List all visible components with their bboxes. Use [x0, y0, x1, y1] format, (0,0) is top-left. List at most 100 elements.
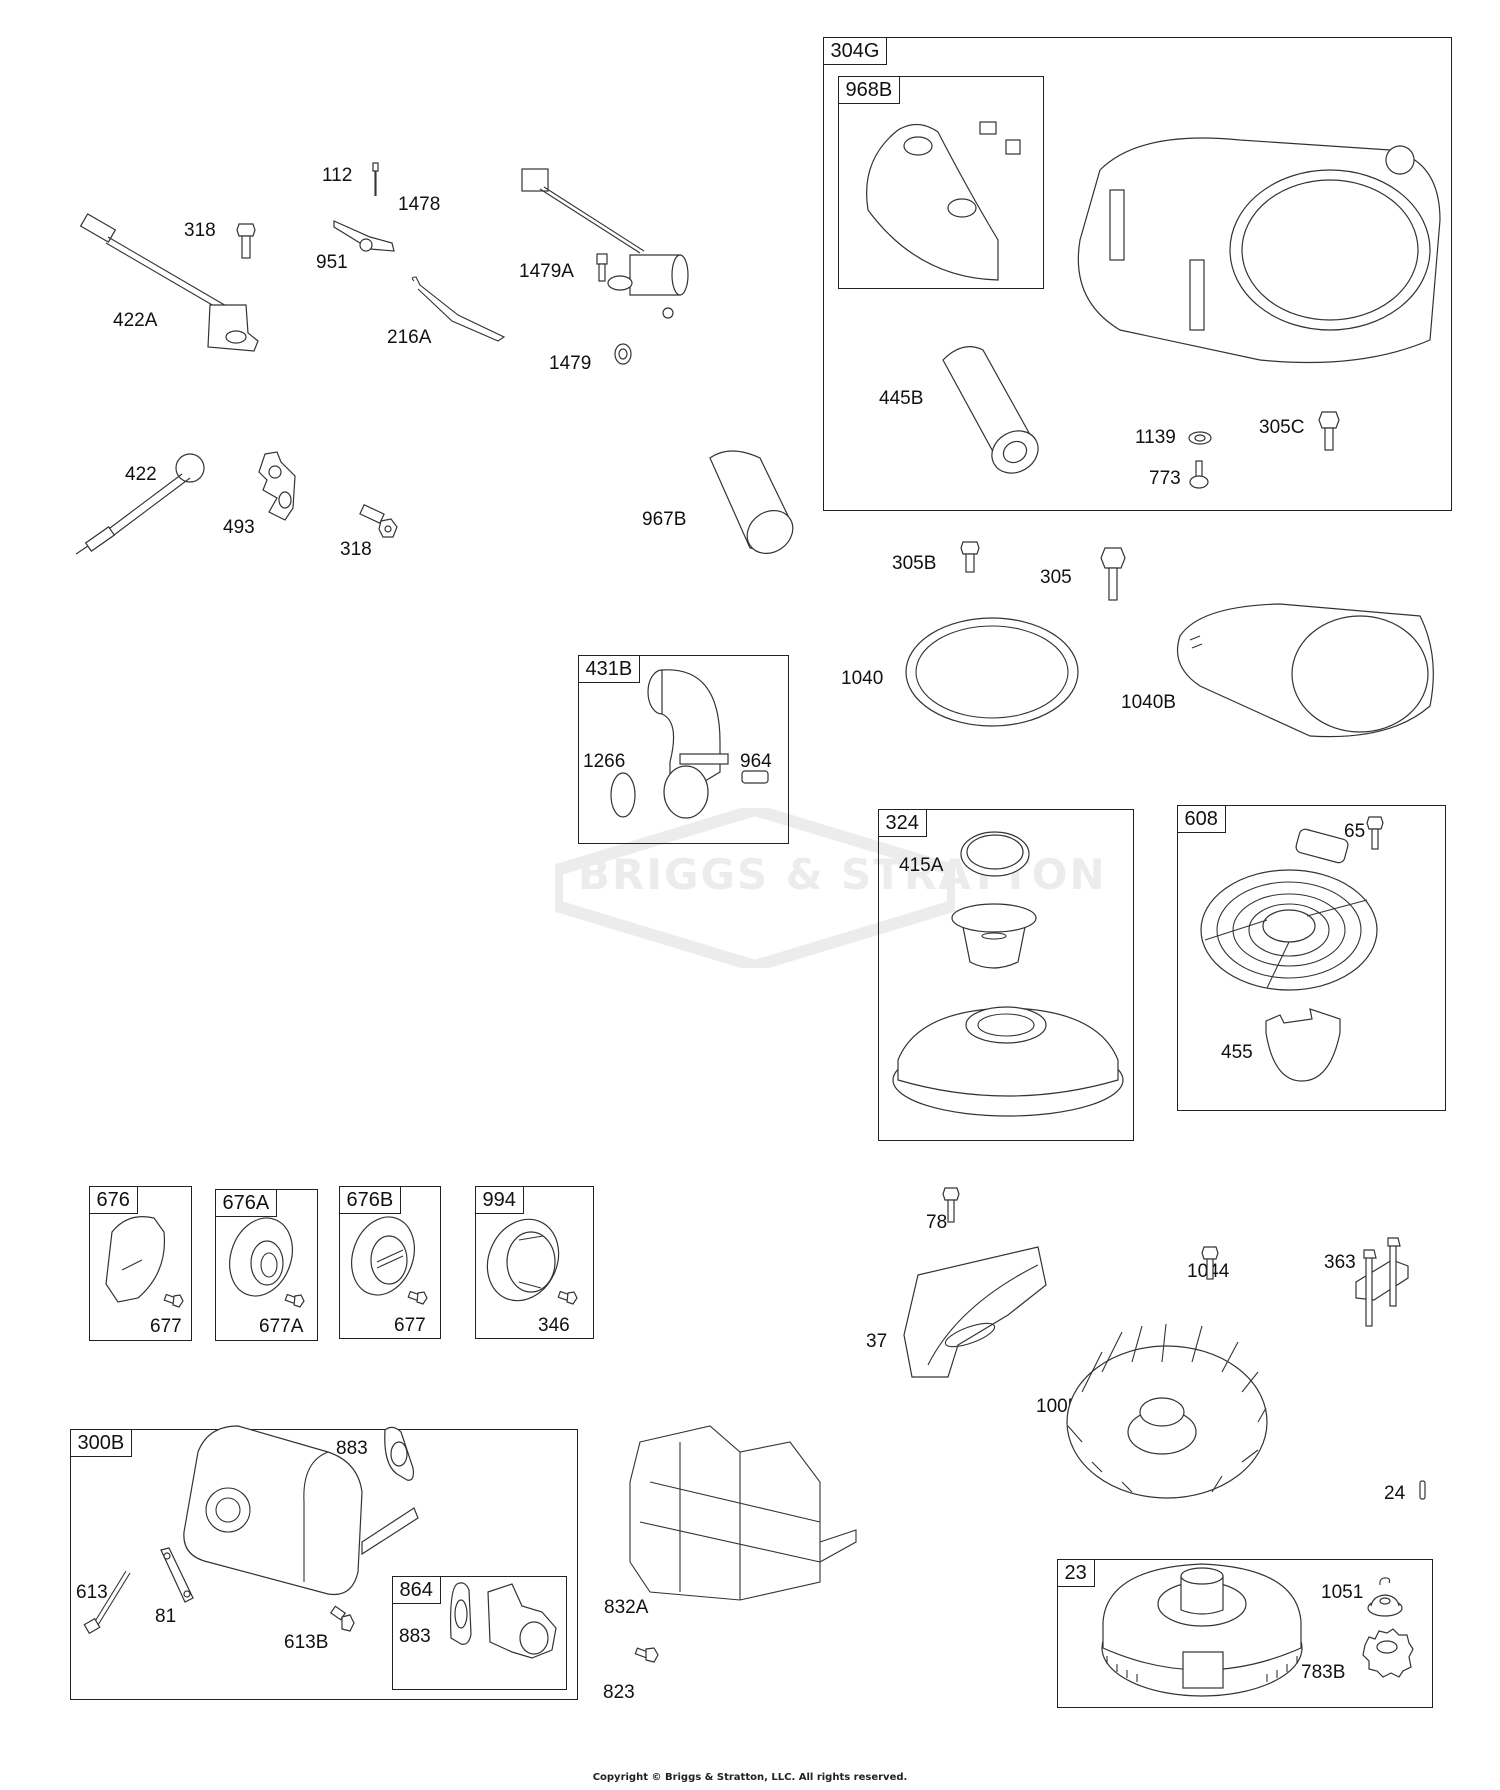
part-label-1040[interactable]: 1040	[841, 668, 884, 689]
kit-number-23[interactable]: 23	[1056, 1558, 1095, 1587]
part-label-305C[interactable]: 305C	[1259, 417, 1305, 438]
wire-422A-icon[interactable]	[78, 213, 259, 355]
armature-363-icon[interactable]	[1352, 1237, 1412, 1328]
part-label-783B[interactable]: 783B	[1301, 1662, 1346, 1683]
part-label-1139[interactable]: 1139	[1135, 427, 1176, 448]
screw-305B-icon[interactable]	[960, 540, 980, 574]
screw-823-icon[interactable]	[634, 1644, 660, 1666]
part-label-415A[interactable]: 415A	[899, 855, 944, 876]
strap-81-icon[interactable]	[157, 1546, 197, 1606]
bolt-305-icon[interactable]	[1099, 546, 1127, 602]
o-ring-1266-icon[interactable]	[608, 770, 638, 820]
gear-783B-icon[interactable]	[1359, 1627, 1415, 1679]
kit-number-300B[interactable]: 300B	[69, 1428, 133, 1457]
screw-677A-icon[interactable]	[284, 1290, 305, 1310]
screw-1479A-icon[interactable]	[594, 253, 610, 283]
blower-housing-icon[interactable]	[1060, 130, 1450, 380]
screw-318-icon[interactable]	[236, 220, 256, 260]
tube-967B-icon[interactable]	[690, 448, 800, 558]
solenoid-1478-icon[interactable]	[520, 165, 700, 335]
part-label-613[interactable]: 613	[76, 1582, 108, 1603]
part-label-613B[interactable]: 613B	[284, 1632, 329, 1653]
muffler-300B-icon[interactable]	[178, 1422, 419, 1602]
screw-318-lower-icon[interactable]	[357, 503, 401, 543]
part-label-65[interactable]: 65	[1344, 821, 1366, 842]
part-label-78[interactable]: 78	[926, 1212, 948, 1233]
part-label-81[interactable]: 81	[155, 1606, 177, 1627]
part-label-346[interactable]: 346	[538, 1315, 570, 1336]
kit-number-676B[interactable]: 676B	[338, 1185, 402, 1214]
part-label-305B[interactable]: 305B	[892, 553, 937, 574]
spark-arrestor-994-icon[interactable]	[483, 1212, 563, 1304]
deflector-676A-icon[interactable]	[225, 1213, 295, 1303]
flywheel-23-icon[interactable]	[1097, 1552, 1307, 1702]
part-label-1479A[interactable]: 1479A	[519, 261, 574, 282]
deflector-676B-icon[interactable]	[347, 1210, 417, 1300]
cup-455-icon[interactable]	[1260, 1005, 1350, 1085]
gasket-883-icon[interactable]	[379, 1424, 419, 1486]
part-label-677-b[interactable]: 677	[394, 1315, 426, 1336]
part-label-967B[interactable]: 967B	[642, 509, 687, 530]
exhaust-flange-icon[interactable]	[482, 1582, 562, 1662]
part-label-112[interactable]: 112	[322, 165, 353, 186]
cap-415A-icon[interactable]	[955, 830, 1035, 886]
part-label-1266[interactable]: 1266	[583, 751, 626, 772]
part-label-832A[interactable]: 832A	[604, 1597, 649, 1618]
part-label-422[interactable]: 422	[125, 464, 157, 485]
kit-number-864[interactable]: 864	[391, 1575, 441, 1604]
part-label-1478[interactable]: 1478	[398, 194, 441, 215]
part-label-422A[interactable]: 422A	[113, 310, 158, 331]
kit-number-431B[interactable]: 431B	[577, 654, 641, 683]
sleeve-964-icon[interactable]	[740, 769, 770, 785]
screw-613B-icon[interactable]	[329, 1605, 356, 1633]
part-label-37[interactable]: 37	[866, 1331, 888, 1352]
bolt-1044-icon[interactable]	[1201, 1245, 1219, 1281]
muffler-guard-832A-icon[interactable]	[620, 1422, 860, 1607]
bolt-305C-icon[interactable]	[1317, 410, 1341, 452]
part-label-773[interactable]: 773	[1149, 468, 1181, 489]
part-label-1479[interactable]: 1479	[549, 353, 592, 374]
elbow-431B-icon[interactable]	[640, 662, 750, 832]
ring-1040-icon[interactable]	[902, 614, 1082, 734]
kit-number-676[interactable]: 676	[88, 1185, 138, 1214]
screw-78-icon[interactable]	[942, 1186, 960, 1224]
cup-insert-icon[interactable]	[948, 900, 1038, 975]
bolt-613-icon[interactable]	[83, 1565, 134, 1635]
part-label-677[interactable]: 677	[150, 1316, 182, 1337]
nut-1479-icon[interactable]	[613, 340, 635, 366]
key-24-icon[interactable]	[1418, 1479, 1428, 1501]
screw-346-icon[interactable]	[557, 1287, 578, 1307]
kit-number-324[interactable]: 324	[877, 808, 927, 837]
part-label-677A[interactable]: 677A	[259, 1316, 304, 1337]
part-label-318-lower[interactable]: 318	[340, 539, 372, 560]
clip-1051-icon[interactable]	[1377, 1575, 1393, 1587]
filter-445B-icon[interactable]	[933, 340, 1043, 480]
deflector-676-icon[interactable]	[98, 1212, 168, 1312]
part-label-964[interactable]: 964	[740, 751, 772, 772]
part-label-883[interactable]: 883	[336, 1438, 368, 1459]
part-label-445B[interactable]: 445B	[879, 388, 924, 409]
part-label-24[interactable]: 24	[1384, 1483, 1406, 1504]
part-label-216A[interactable]: 216A	[387, 327, 432, 348]
kit-number-968B[interactable]: 968B	[837, 75, 901, 104]
part-label-823[interactable]: 823	[603, 1682, 635, 1703]
kit-number-304G[interactable]: 304G	[822, 36, 888, 65]
part-label-1051[interactable]: 1051	[1321, 1582, 1364, 1603]
part-label-951[interactable]: 951	[316, 252, 348, 273]
part-label-1040B[interactable]: 1040B	[1121, 692, 1176, 713]
kit-number-676A[interactable]: 676A	[214, 1188, 278, 1217]
bracket-951-icon[interactable]	[330, 213, 400, 258]
screw-677-b-icon[interactable]	[407, 1287, 428, 1307]
part-label-363[interactable]: 363	[1324, 1252, 1356, 1273]
part-label-455[interactable]: 455	[1221, 1042, 1253, 1063]
kit-number-608[interactable]: 608	[1176, 804, 1226, 833]
base-plate-icon[interactable]	[888, 990, 1128, 1120]
clip-493-icon[interactable]	[255, 450, 305, 525]
screw-677-icon[interactable]	[163, 1290, 184, 1310]
gasket-883-kit-icon[interactable]	[447, 1580, 477, 1650]
kit-number-994[interactable]: 994	[474, 1185, 524, 1214]
part-label-318[interactable]: 318	[184, 220, 216, 241]
rewind-starter-icon[interactable]	[1197, 828, 1387, 1000]
shroud-1040B-icon[interactable]	[1160, 596, 1440, 746]
part-label-493[interactable]: 493	[223, 517, 255, 538]
